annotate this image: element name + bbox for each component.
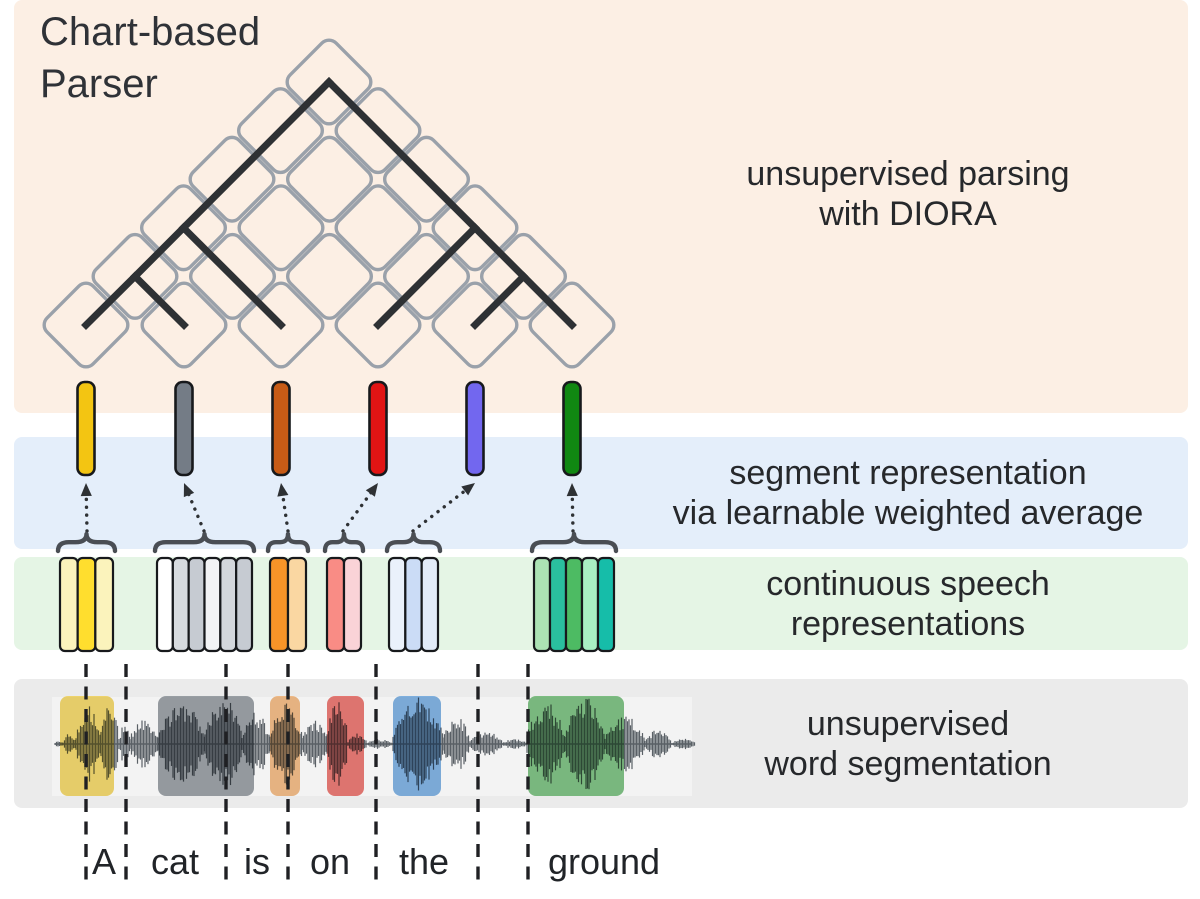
- tree-edge: [324, 77, 480, 233]
- tree-edge: [81, 271, 140, 330]
- word-highlight: [270, 696, 300, 796]
- frame-vector: [342, 556, 363, 653]
- parser-band-label: unsupervised parsing with DIORA: [746, 155, 1070, 234]
- segment-band-label: segment representation via learnable wei…: [672, 454, 1144, 533]
- frame-vector: [532, 556, 552, 653]
- frame-vector: [76, 556, 97, 653]
- frame-vector: [404, 556, 423, 653]
- word-highlight: [393, 696, 441, 796]
- frame-vector: [235, 556, 254, 653]
- frame-vector: [387, 556, 407, 653]
- frame-vector: [58, 556, 79, 653]
- segment-bar: [174, 380, 194, 477]
- tree-edge: [518, 271, 577, 330]
- word-highlight: [327, 696, 364, 796]
- word-highlight: [60, 696, 114, 796]
- frame-vector: [564, 556, 584, 653]
- merge-arrow-shaft: [411, 488, 468, 533]
- tree-edge: [373, 222, 480, 330]
- word-label: A: [92, 841, 116, 882]
- group-brace: [529, 531, 619, 554]
- word-highlight: [528, 696, 624, 796]
- frame-vector: [94, 556, 115, 653]
- tree-edge: [470, 222, 529, 282]
- merge-arrow-head: [566, 483, 578, 497]
- frame-vector: [420, 556, 440, 653]
- chart-cell: [237, 184, 325, 272]
- merge-arrow-head: [80, 483, 92, 497]
- merge-arrow-head: [277, 483, 289, 497]
- word-label: is: [244, 841, 270, 882]
- frame-vector: [268, 556, 290, 653]
- segment-bar: [465, 380, 485, 477]
- merge-arrow-shaft: [186, 492, 206, 533]
- group-brace: [152, 531, 257, 554]
- segment-band: [14, 437, 1188, 549]
- tree-edge: [130, 222, 189, 282]
- word-label: ground: [548, 841, 660, 882]
- group-brace: [265, 531, 311, 554]
- merge-arrow-head: [365, 483, 378, 497]
- merge-arrow-head: [183, 483, 195, 498]
- frame-vector: [286, 556, 308, 653]
- frame-vector: [325, 556, 346, 653]
- waveform-band-label: unsupervised word segmentation: [764, 705, 1052, 784]
- tree-edge: [130, 271, 189, 330]
- frame-vector: [203, 556, 222, 653]
- segment-bar: [76, 380, 96, 477]
- word-label: cat: [151, 841, 199, 882]
- tree-edge: [470, 271, 529, 330]
- chart-cell: [334, 184, 422, 272]
- chart-cell: [285, 232, 374, 320]
- frame-vector: [155, 556, 174, 653]
- frame-vector: [171, 556, 190, 653]
- figure-title: Chart-based Parser: [40, 10, 261, 106]
- word-label: the: [399, 841, 449, 882]
- chart-cell: [285, 135, 374, 223]
- frame-vector: [219, 556, 238, 653]
- segment-bar: [368, 380, 388, 477]
- group-brace: [384, 531, 443, 554]
- frame-vector: [596, 556, 616, 653]
- word-highlight: [158, 696, 254, 796]
- frame-vector: [187, 556, 206, 653]
- tree-edge: [178, 77, 334, 233]
- frame-vector: [580, 556, 600, 653]
- merge-arrow-shaft: [281, 493, 290, 533]
- group-brace: [55, 531, 118, 554]
- frame-vector: [548, 556, 568, 653]
- merge-arrow-shaft: [84, 493, 89, 533]
- segment-bar: [562, 380, 582, 477]
- group-brace: [322, 531, 366, 554]
- frames-band-label: continuous speech representations: [766, 565, 1050, 644]
- merge-arrow-head: [461, 483, 475, 496]
- word-label: on: [310, 841, 350, 882]
- tree-edge: [178, 222, 286, 330]
- merge-arrow-shaft: [570, 493, 575, 533]
- merge-arrow-shaft: [341, 490, 373, 533]
- segment-bar: [271, 380, 291, 477]
